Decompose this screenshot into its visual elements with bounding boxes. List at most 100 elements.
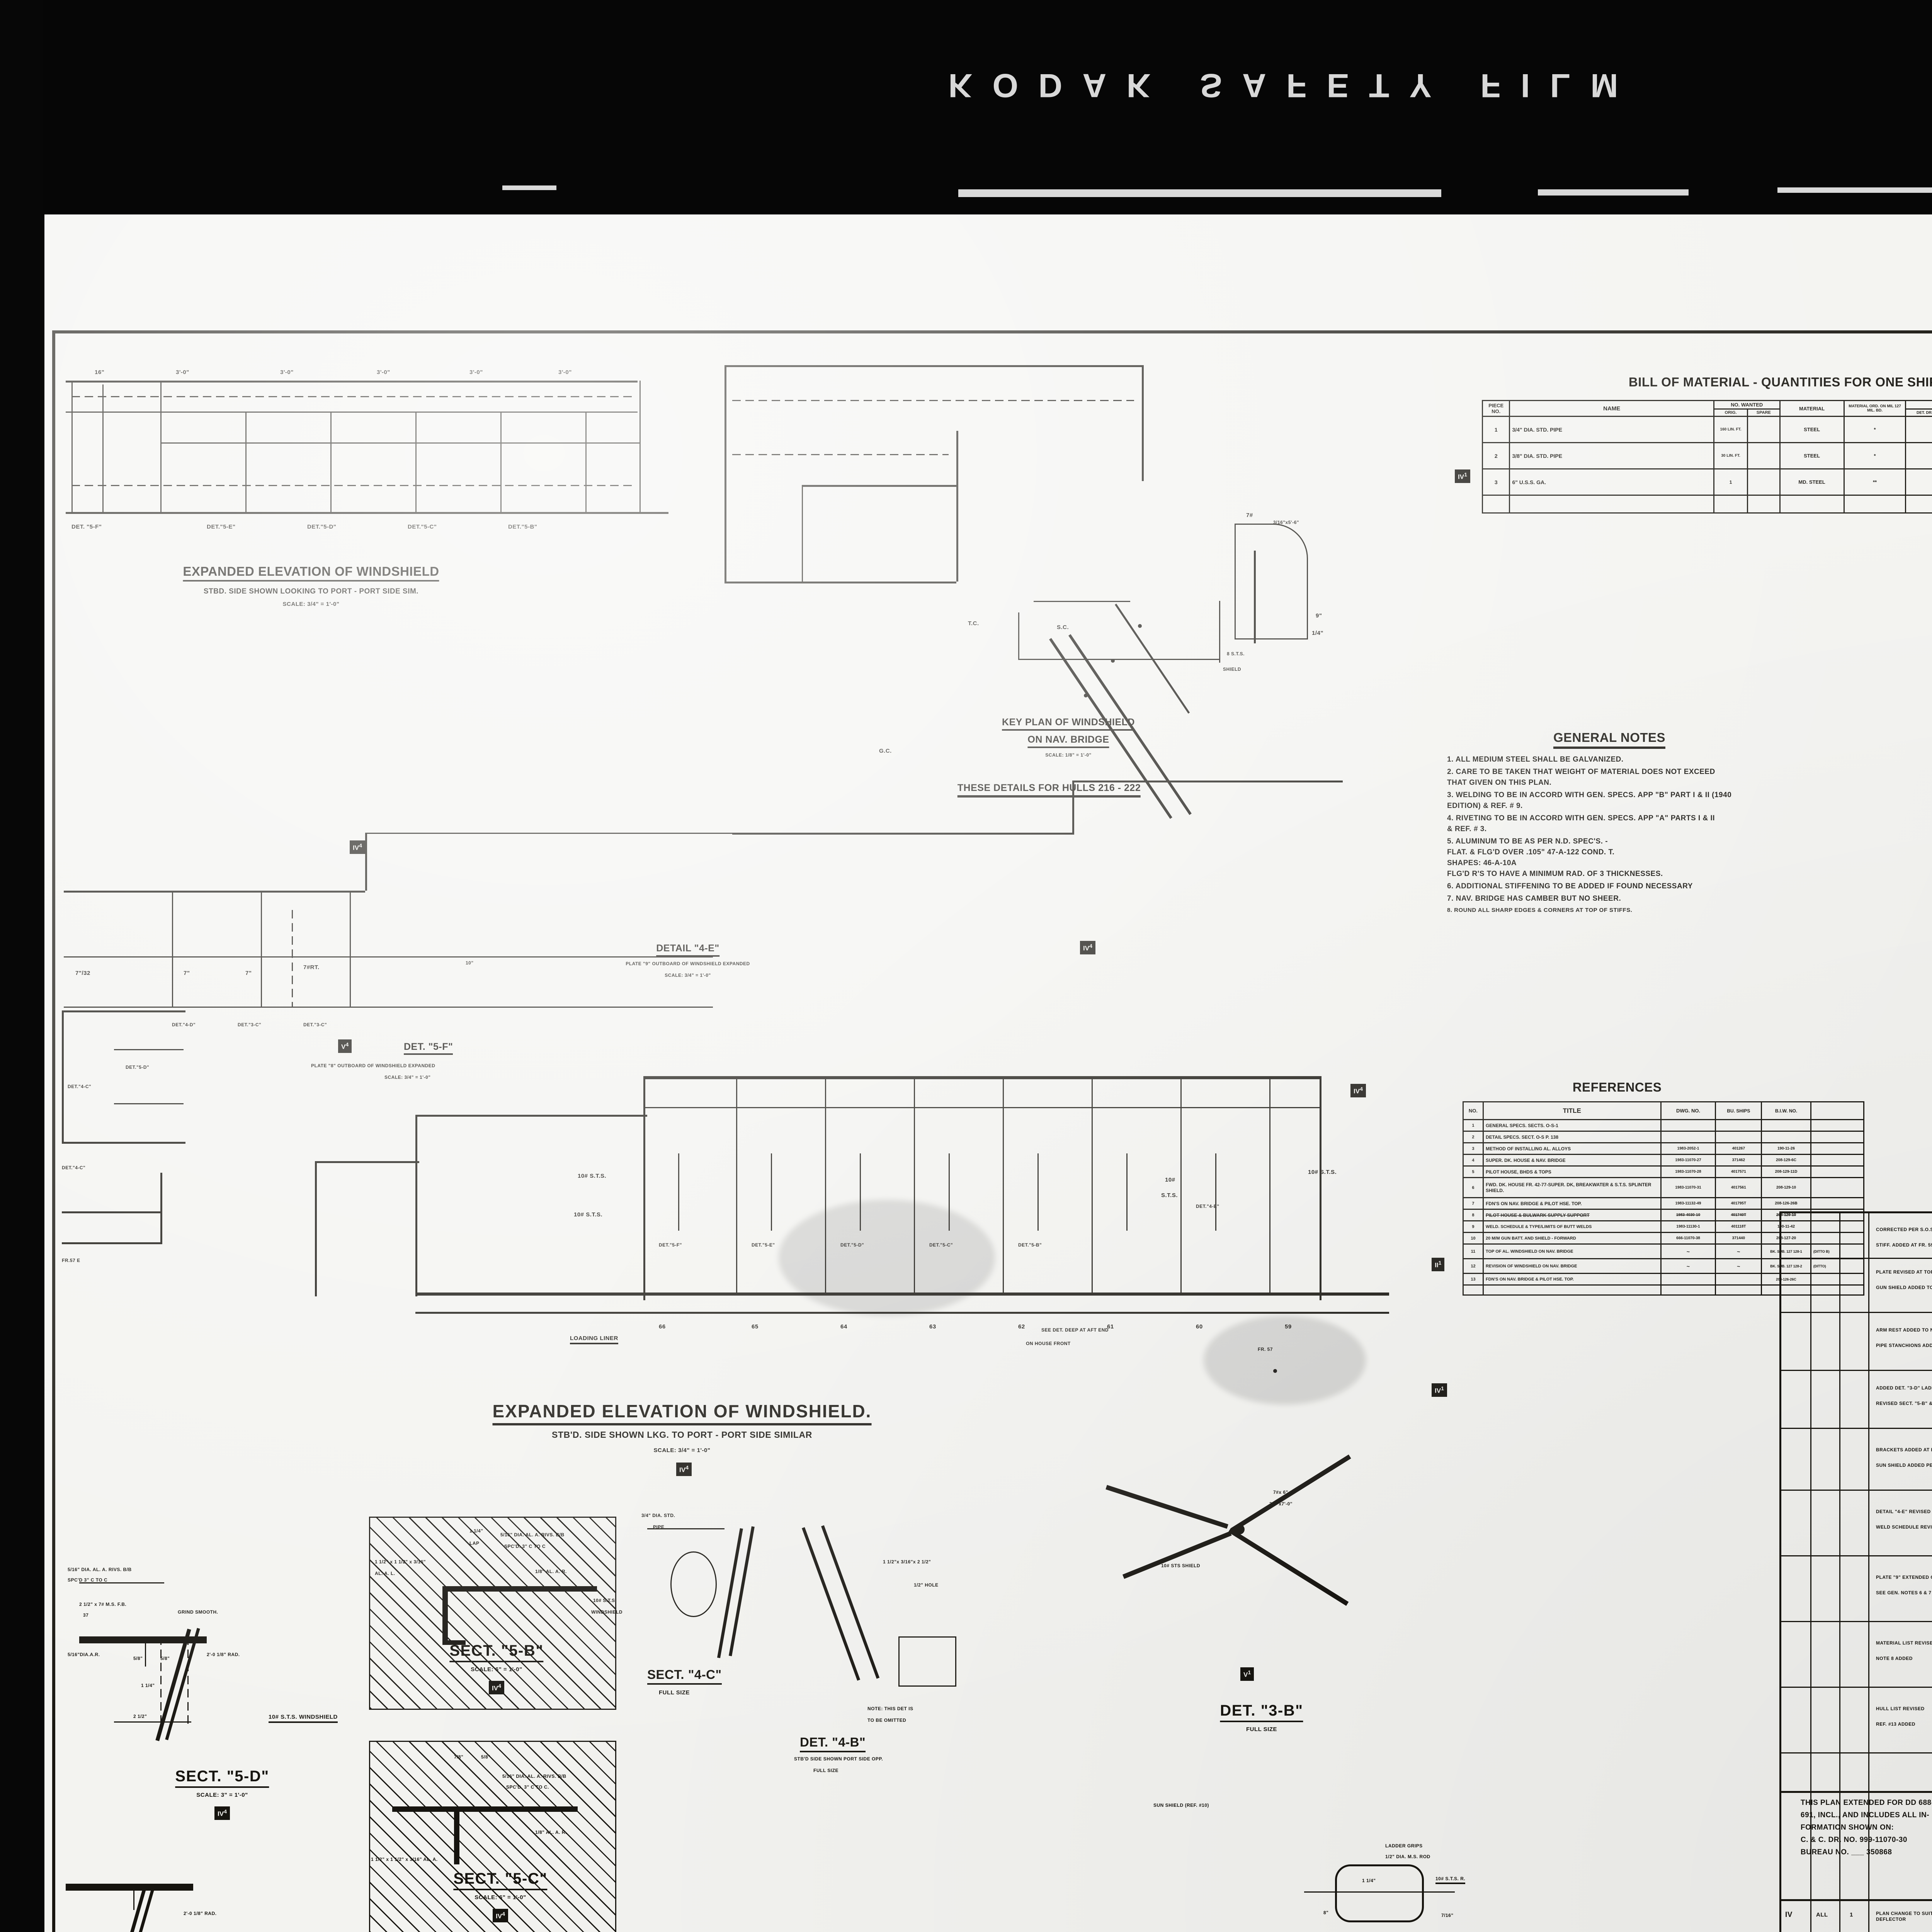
film-notch — [1538, 189, 1689, 196]
ref-cell-biw: 190-11-26 — [1761, 1142, 1811, 1155]
ref-cell-bu: 401118T — [1715, 1220, 1762, 1233]
det-4b-scale: FULL SIZE — [813, 1768, 838, 1773]
ref-cell-dwg: 1983-11070-28 — [1660, 1165, 1716, 1178]
ref-cell-biw — [1761, 1119, 1811, 1132]
ref-cell-bu: 4017571 — [1715, 1165, 1762, 1178]
ref-cell-dwg: 666-11070-38 — [1660, 1232, 1716, 1245]
det-4b-subtitle: STB'D SIDE SHOWN PORT SIDE OPP. — [794, 1756, 883, 1762]
bom-header-material: MATERIAL — [1779, 400, 1845, 417]
detail-4e-scale: SCALE: 3/4" = 1'-0" — [665, 973, 711, 978]
ref-cell-bu: 371440 — [1715, 1232, 1762, 1245]
ref-header-biw: B.I.W. NO. — [1761, 1101, 1811, 1120]
det-5f-scale: SCALE: 3/4" = 1'-0" — [384, 1075, 431, 1080]
ref-cell-no: 12 — [1463, 1258, 1484, 1274]
ref-cell-extra — [1810, 1232, 1865, 1245]
det-5f-title: DET. "5-F" — [404, 1041, 453, 1055]
ref-cell-dwg — [1660, 1273, 1716, 1286]
ref-cell-title: SUPER. DK. HOUSE & NAV. BRIDGE — [1482, 1154, 1662, 1167]
det-4b-title: DET. "4-B" — [800, 1735, 866, 1752]
bom-cell-name: 6" U.S.S. GA. — [1509, 468, 1714, 496]
ref-cell-extra — [1810, 1131, 1865, 1143]
sect-5d-scale: SCALE: 3" = 1'-0" — [196, 1792, 248, 1798]
ref-cell-extra — [1810, 1220, 1865, 1233]
drawing-sheet: 16" 3'-0" 3'-0" 3'-0" 3'-0" 3'-0" DET. "… — [44, 214, 1932, 1932]
ref-cell-extra: (DITTO) — [1810, 1258, 1865, 1274]
film-left-border — [0, 0, 43, 1932]
ref-cell-biw: 190-11-42 — [1761, 1220, 1811, 1233]
sheet-border-left — [52, 330, 55, 1932]
ref-cell-no: 5 — [1463, 1165, 1484, 1178]
ref-cell-dwg: 1983-11070-27 — [1660, 1154, 1716, 1167]
general-notes-title: GENERAL NOTES — [1553, 730, 1666, 749]
ref-cell-bu: 4017561 — [1715, 1177, 1762, 1198]
general-note-item: FLAT. & FLG'D OVER .105" 47-A-122 COND. … — [1447, 848, 1615, 856]
general-note-item: 5. ALUMINUM TO BE AS PER N.D. SPEC'S. - — [1447, 837, 1608, 845]
plan-extended-note: THIS PLAN EXTENDED FOR DD 688- 691, INCL… — [1801, 1799, 1932, 1857]
film-notch — [1777, 187, 1932, 193]
film-notch — [502, 185, 556, 190]
ref-cell-title: TOP OF AL. WINDSHIELD ON NAV. BRIDGE — [1482, 1243, 1662, 1259]
sect-5c-title: SECT. "5-C" — [453, 1870, 548, 1890]
bom-cell-no: 3 — [1481, 468, 1510, 496]
ref-cell-bu: ~ — [1715, 1243, 1762, 1259]
ref-cell-dwg: ~ — [1660, 1243, 1716, 1259]
bom-cell-spare — [1747, 442, 1781, 469]
bom-header-material-ord: MATERIAL ORD. ON MIL 127 MIL. BD. — [1843, 400, 1906, 417]
ref-cell-biw — [1761, 1131, 1811, 1143]
bom-cell-material: STEEL — [1779, 416, 1845, 443]
ref-cell-no: 3 — [1463, 1142, 1484, 1155]
bom-cell-name: 3/8" DIA. STD. PIPE — [1509, 442, 1714, 469]
ref-header-bushiips: BU. SHIPS — [1715, 1101, 1762, 1120]
bom-cell-spare — [1747, 416, 1781, 443]
ref-cell-bu: 371462 — [1715, 1154, 1762, 1167]
ref-cell-no: 4 — [1463, 1154, 1484, 1167]
sect-5b-scale: SCALE: 6" = 1'-0" — [471, 1666, 522, 1673]
ref-cell-biw: 208-129-11D — [1761, 1165, 1811, 1178]
ref-cell-title: FDN'S ON NAV. BRIDGE & PILOT HSE. TOP. — [1482, 1197, 1662, 1210]
bom-cell-orig: 160 LIN. FT. — [1713, 416, 1748, 443]
ref-cell-biw: 208-126-26C — [1761, 1273, 1811, 1286]
ref-cell-biw: 208-129-10 — [1761, 1177, 1811, 1198]
general-note-item: 8. ROUND ALL SHARP EDGES & CORNERS AT TO… — [1447, 907, 1633, 913]
extended-note-line: 691, INCL., AND INCLUDES ALL IN- — [1801, 1811, 1930, 1819]
ref-cell-biw: 208-127-20 — [1761, 1232, 1811, 1245]
extended-note-line: C. & C. DR. NO. 999-11070-30 — [1801, 1836, 1907, 1844]
ref-cell-no: 11 — [1463, 1243, 1484, 1259]
ref-cell-bu: 401795T — [1715, 1197, 1762, 1210]
det-5f-label: DET. "5-F" — [404, 1041, 453, 1055]
ref-cell-no: 9 — [1463, 1220, 1484, 1233]
ref-header-extra — [1810, 1101, 1865, 1120]
alteration-row-text: PLAN CHANGE TO SUIT NEW FDN'S ON WIND DE… — [1876, 1911, 1932, 1922]
bom-cell-material: MD. STEEL — [1779, 468, 1845, 496]
bom-header-name: NAME — [1509, 400, 1714, 417]
ref-cell-bu: 401267 — [1715, 1142, 1762, 1155]
general-note-item: 1. ALL MEDIUM STEEL SHALL BE GALVANIZED. — [1447, 755, 1624, 764]
table-row — [1463, 1284, 1865, 1296]
ref-cell-extra — [1810, 1165, 1865, 1178]
ref-cell-bu: ~ — [1715, 1258, 1762, 1274]
alteration-row-sheet: ALL — [1816, 1912, 1828, 1918]
bom-cell-det — [1905, 442, 1932, 469]
ref-cell-no: 8 — [1463, 1209, 1484, 1221]
ref-cell-bu: 401740T — [1715, 1209, 1762, 1221]
bom-header-piece-no: PIECE NO. — [1481, 400, 1510, 417]
bom-header-references: REFERENCES — [1905, 400, 1932, 410]
ref-cell-title: METHOD OF INSTALLING AL. ALLOYS — [1482, 1142, 1662, 1155]
ref-cell-title: REVISION OF WINDSHIELD ON NAV. BRIDGE — [1482, 1258, 1662, 1274]
extended-note-line: FORMATION SHOWN ON: — [1801, 1823, 1894, 1832]
ref-cell-title: FDN'S ON NAV. BRIDGE & PILOT HSE. TOP. — [1482, 1273, 1662, 1286]
expanded-elevation-main-scale: SCALE: 3/4" = 1'-0" — [653, 1447, 711, 1454]
film-top-border — [0, 0, 1932, 216]
general-note-item: THAT GIVEN ON THIS PLAN. — [1447, 779, 1552, 787]
ref-header-title: TITLE — [1482, 1101, 1662, 1120]
ref-cell-bu — [1715, 1119, 1762, 1132]
ref-cell-bu — [1715, 1131, 1762, 1143]
ref-cell-dwg: ~ — [1660, 1258, 1716, 1274]
bom-cell-no: 2 — [1481, 442, 1510, 469]
general-note-item: FLG'D R'S TO HAVE A MINIMUM RAD. OF 3 TH… — [1447, 870, 1663, 878]
ref-header-no: NO. — [1463, 1101, 1484, 1120]
ref-cell-no: 2 — [1463, 1131, 1484, 1143]
expanded-elevation-top-subtitle: STBD. SIDE SHOWN LOOKING TO PORT - PORT … — [203, 587, 419, 595]
